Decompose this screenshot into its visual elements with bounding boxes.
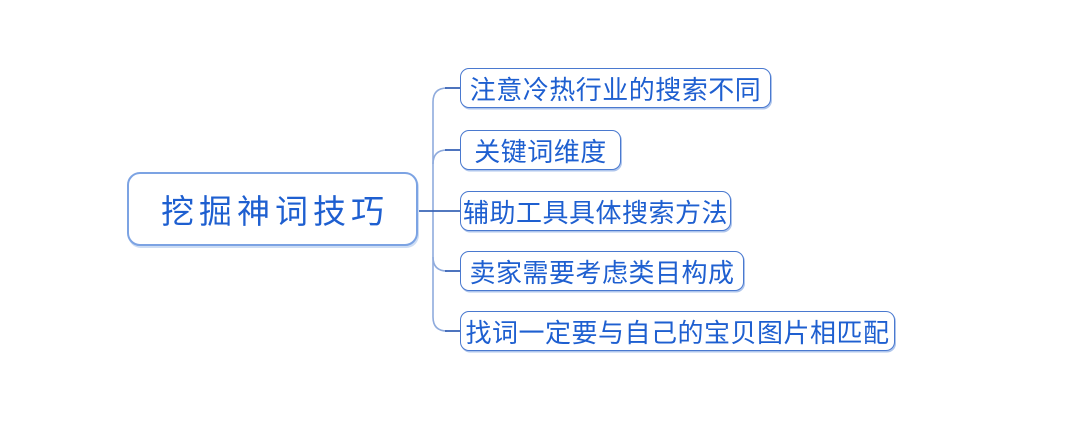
trunk-line [432, 87, 448, 332]
child-node-label: 卖家需要考虑类目构成 [469, 258, 735, 288]
child-node-label: 关键词维度 [474, 137, 607, 167]
child-node-label: 注意冷热行业的搜索不同 [469, 75, 762, 105]
mindmap-node-match-product-image[interactable]: 找词一定要与自己的宝贝图片相匹配 [460, 311, 895, 351]
mindmap-root-node[interactable]: 挖掘神词技巧 [127, 172, 418, 246]
child-node-label: 找词一定要与自己的宝贝图片相匹配 [465, 318, 890, 348]
mindmap-node-keyword-dimension[interactable]: 关键词维度 [460, 130, 621, 170]
branch-elbow-2 [432, 149, 448, 165]
mindmap-node-search-difference[interactable]: 注意冷热行业的搜索不同 [460, 68, 771, 108]
mindmap-node-tool-search-method[interactable]: 辅助工具具体搜索方法 [460, 191, 731, 231]
branch-elbow-4 [432, 256, 448, 272]
mindmap-node-category-composition[interactable]: 卖家需要考虑类目构成 [460, 251, 744, 291]
child-node-label: 辅助工具具体搜索方法 [462, 198, 728, 228]
root-node-label: 挖掘神词技巧 [161, 195, 389, 231]
